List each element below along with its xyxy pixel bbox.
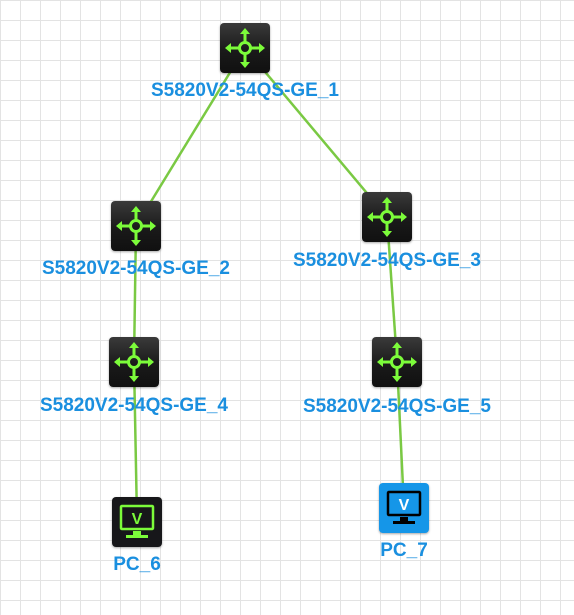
pc-icon[interactable]: V [379, 483, 429, 533]
router-arrows-icon [225, 28, 265, 68]
node-label[interactable]: PC_7 [380, 540, 428, 561]
node-switch-4[interactable]: S5820V2-54QS-GE_4 [14, 337, 254, 427]
link-s4-pc6[interactable] [132, 361, 139, 521]
node-pc-7[interactable]: V PC_7 [284, 483, 524, 573]
node-label[interactable]: PC_6 [113, 554, 161, 575]
switch-icon[interactable] [372, 337, 422, 387]
node-pc-6[interactable]: V PC_6 [17, 497, 257, 587]
node-switch-3[interactable]: S5820V2-54QS-GE_3 [267, 192, 507, 282]
monitor-icon: V [119, 504, 155, 538]
node-label[interactable]: S5820V2-54QS-GE_4 [39, 395, 228, 416]
node-label[interactable]: S5820V2-54QS-GE_5 [302, 396, 491, 417]
svg-text:V: V [399, 497, 410, 514]
switch-icon[interactable] [111, 201, 161, 251]
node-label[interactable]: S5820V2-54QS-GE_2 [41, 258, 230, 279]
router-arrows-icon [116, 206, 156, 246]
svg-text:V: V [132, 511, 143, 528]
node-switch-1[interactable]: S5820V2-54QS-GE_1 [125, 23, 365, 113]
monitor-icon: V [386, 490, 422, 524]
node-label[interactable]: S5820V2-54QS-GE_3 [292, 250, 481, 271]
router-arrows-icon [367, 197, 407, 237]
pc-icon[interactable]: V [112, 497, 162, 547]
link-s1-s3[interactable] [244, 47, 388, 218]
link-s1-s2[interactable] [134, 47, 247, 227]
switch-icon[interactable] [362, 192, 412, 242]
switch-icon[interactable] [220, 23, 270, 73]
node-switch-2[interactable]: S5820V2-54QS-GE_2 [16, 201, 256, 291]
router-arrows-icon [377, 342, 417, 382]
switch-icon[interactable] [109, 337, 159, 387]
node-label[interactable]: S5820V2-54QS-GE_1 [150, 80, 339, 101]
router-arrows-icon [114, 342, 154, 382]
node-switch-5[interactable]: S5820V2-54QS-GE_5 [277, 337, 517, 427]
